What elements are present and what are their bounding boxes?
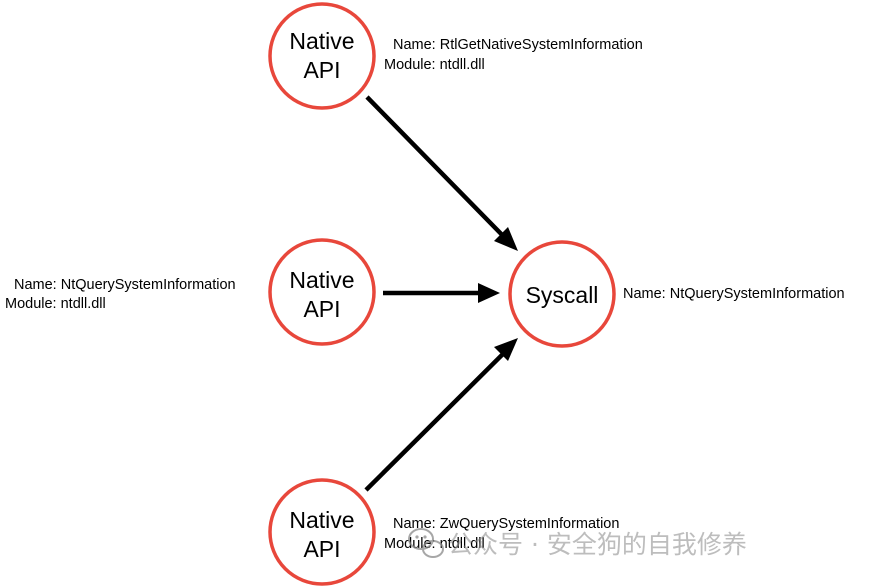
node-native-api-bottom: Native API: [268, 478, 376, 586]
node-label-line1: Native: [289, 507, 354, 533]
node-native-api-middle: Native API: [268, 238, 376, 346]
node-label-line2: API: [303, 57, 340, 83]
edge-bottom-to-syscall: [364, 345, 512, 492]
arrowhead-top: [494, 227, 518, 251]
node-label: Syscall: [526, 282, 599, 308]
node-label-line2: API: [303, 536, 340, 562]
node-label-line1: Native: [289, 28, 354, 54]
label-name: Name: NtQuerySystemInformation: [623, 286, 845, 302]
node-circle: [268, 478, 376, 586]
label-module: Module: ntdll.dll: [384, 57, 485, 73]
label-middle: Name: NtQuerySystemInformation Module: n…: [5, 277, 236, 312]
node-circle: [268, 238, 376, 346]
node-circle: [508, 240, 616, 348]
label-name: Name: NtQuerySystemInformation: [14, 277, 236, 293]
label-name: Name: ZwQuerySystemInformation: [393, 516, 619, 532]
arrowhead-middle: [478, 283, 500, 303]
watermark-text: 公众号 · 安全狗的自我修养: [448, 530, 747, 559]
node-native-api-top: Native API: [268, 2, 376, 110]
label-syscall: Name: NtQuerySystemInformation: [623, 286, 845, 302]
arrowhead-bottom: [494, 338, 518, 361]
edges: [364, 95, 518, 492]
node-circle: [268, 2, 376, 110]
node-label-line1: Native: [289, 267, 354, 293]
watermark: 公众号 · 安全狗的自我修养: [408, 528, 747, 559]
label-module: Module: ntdll.dll: [5, 296, 106, 312]
node-label-line2: API: [303, 296, 340, 322]
label-name: Name: RtlGetNativeSystemInformation: [393, 37, 643, 53]
node-syscall: Syscall: [508, 240, 616, 348]
wechat-icon: [408, 528, 444, 558]
label-top: Name: RtlGetNativeSystemInformation Modu…: [384, 37, 643, 73]
edge-top-to-syscall: [365, 95, 514, 247]
